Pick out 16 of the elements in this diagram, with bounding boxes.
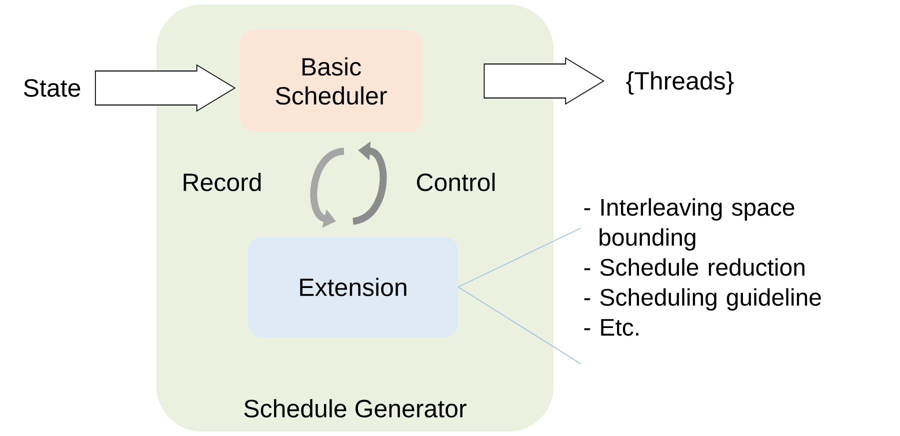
process-box (248, 236, 458, 338)
list-item: - Etc. (584, 319, 638, 336)
block-arrow (484, 57, 604, 105)
leader-line (458, 228, 582, 288)
list-item: - Scheduling guideline (584, 288, 821, 311)
list-item: - Schedule reduction (584, 258, 804, 276)
list-item: - Interleaving space bounding (584, 198, 794, 251)
block-arrow (94, 64, 236, 112)
leader-line (458, 286, 582, 364)
box-label: Basic Scheduler (276, 57, 387, 105)
input-label: State (24, 79, 80, 97)
panel-title: Schedule Generator (244, 399, 466, 418)
edge-label: Control (416, 172, 495, 192)
box-label: Extension (300, 278, 406, 296)
edge-label: Record (184, 172, 261, 192)
output-label: {Threads} (626, 71, 734, 95)
